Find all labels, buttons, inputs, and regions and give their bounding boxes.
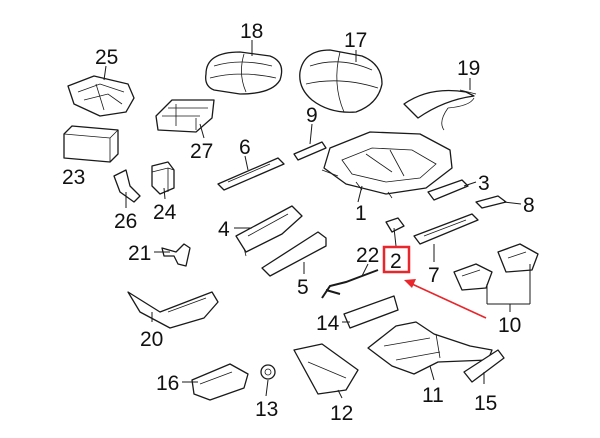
leader-lines	[103, 40, 531, 399]
callout-3[interactable]: 3	[478, 172, 490, 195]
part-20-shape[interactable]	[127, 291, 219, 329]
callout-26[interactable]: 26	[114, 210, 137, 233]
callout-20[interactable]: 20	[140, 328, 163, 351]
highlight-box	[382, 245, 411, 274]
part-25-shape[interactable]	[67, 75, 135, 117]
callout-11[interactable]: 11	[422, 384, 444, 407]
callout-23[interactable]: 23	[62, 166, 85, 189]
callout-5[interactable]: 5	[297, 276, 309, 299]
callout-16[interactable]: 16	[156, 372, 179, 395]
highlight-arrow	[404, 279, 487, 319]
part-19-shape[interactable]	[403, 89, 477, 131]
part-8-shape[interactable]	[475, 195, 507, 209]
callout-21[interactable]: 21	[128, 242, 151, 265]
callout-4[interactable]: 4	[218, 218, 230, 241]
part-17-shape[interactable]	[299, 49, 383, 113]
callout-14[interactable]: 14	[316, 312, 340, 335]
callout-12[interactable]: 12	[330, 402, 353, 425]
part-9-shape[interactable]	[293, 141, 327, 161]
callout-2[interactable]: 2	[390, 250, 402, 273]
part-27-shape[interactable]	[155, 99, 215, 133]
part-24-shape[interactable]	[151, 161, 175, 195]
part-15-shape[interactable]	[463, 349, 505, 383]
part-2-shape[interactable]	[385, 217, 405, 233]
callout-6[interactable]: 6	[239, 136, 251, 159]
callout-9[interactable]: 9	[306, 104, 318, 127]
part-21-shape[interactable]	[161, 243, 191, 267]
part-18-shape[interactable]	[205, 51, 283, 95]
callout-27[interactable]: 27	[190, 140, 213, 163]
part-6-shape[interactable]	[217, 157, 285, 191]
part-1-shape[interactable]	[321, 131, 453, 199]
part-5-shape[interactable]	[261, 231, 327, 277]
part-14-shape[interactable]	[343, 295, 399, 329]
callout-22[interactable]: 22	[356, 244, 379, 267]
callout-10[interactable]: 10	[498, 314, 521, 337]
callout-18[interactable]: 18	[240, 20, 263, 43]
part-12-shape[interactable]	[293, 343, 359, 395]
callout-19[interactable]: 19	[457, 57, 480, 80]
part-23-shape[interactable]	[63, 125, 119, 163]
callout-1[interactable]: 1	[355, 202, 367, 225]
callout-25[interactable]: 25	[95, 46, 118, 69]
callout-24[interactable]: 24	[153, 201, 177, 224]
part-26-shape[interactable]	[113, 169, 141, 203]
part-16-shape[interactable]	[191, 363, 249, 401]
part-10-shape[interactable]	[453, 243, 539, 291]
callout-15[interactable]: 15	[474, 392, 497, 415]
callout-labels: 25 18 17 19 9 6 27 23 1 3 8 24 26 4 21 2…	[62, 20, 535, 425]
part-22-shape[interactable]	[321, 269, 379, 299]
callout-17[interactable]: 17	[344, 29, 367, 52]
part-13-shape[interactable]	[260, 364, 276, 380]
part-4-shape[interactable]	[235, 205, 303, 257]
callout-13[interactable]: 13	[255, 398, 278, 421]
part-11-shape[interactable]	[367, 321, 493, 375]
callout-7[interactable]: 7	[428, 264, 440, 287]
part-3-shape[interactable]	[427, 179, 469, 201]
callout-8[interactable]: 8	[523, 194, 535, 217]
part-7-shape[interactable]	[413, 213, 479, 245]
